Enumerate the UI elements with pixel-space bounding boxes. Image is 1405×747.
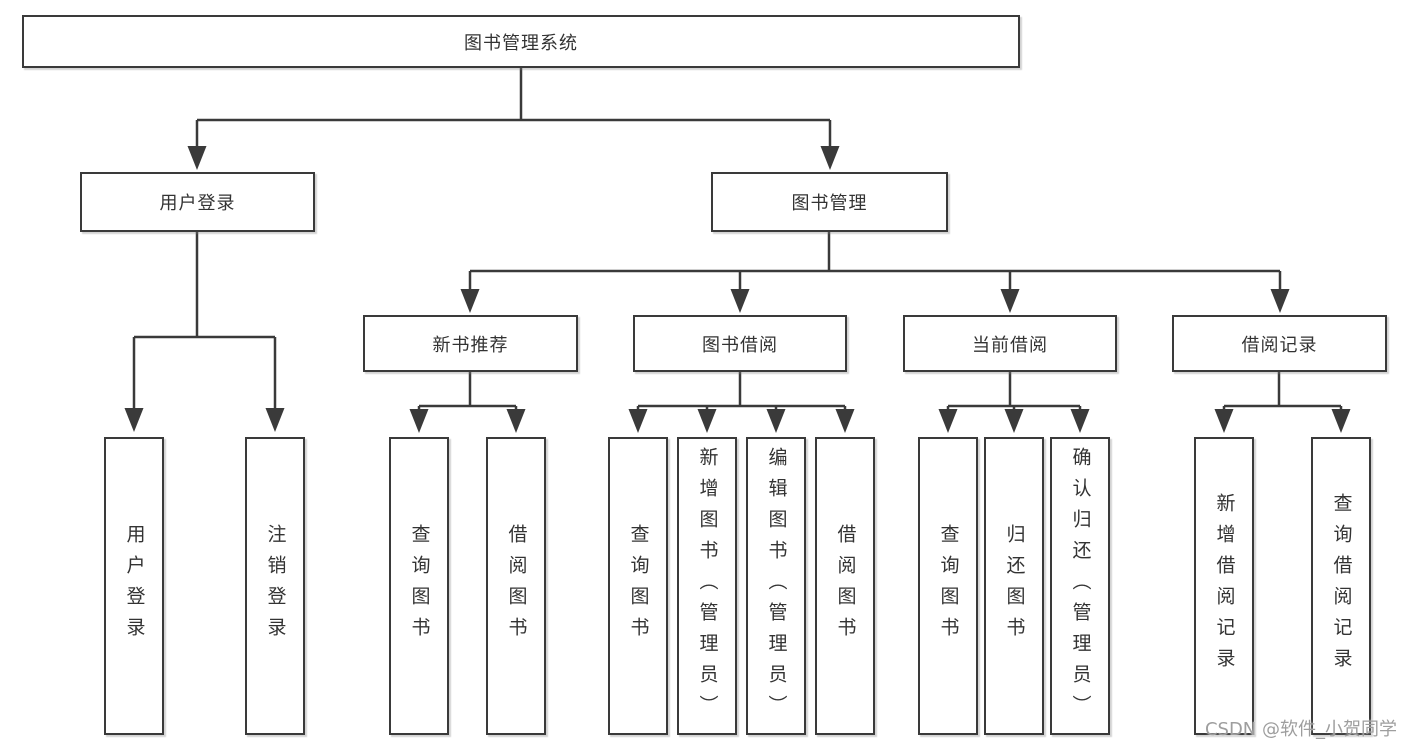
leaf-label: 注销登录 [264,524,287,648]
node-label: 图书管理系统 [464,32,578,54]
leaf-bb-add-book-admin: 新增图书（管理员） [677,437,737,735]
leaf-label: 新增图书（管理员） [696,446,719,726]
node-label: 当前借阅 [972,334,1048,356]
leaf-nb-borrow-book: 借阅图书 [486,437,546,735]
node-label: 新书推荐 [432,334,509,356]
leaf-bb-query-book: 查询图书 [608,437,668,735]
node-borrow-records: 借阅记录 [1172,315,1387,372]
leaf-bb-edit-book-admin: 编辑图书（管理员） [746,437,806,735]
node-label: 图书管理 [791,193,868,214]
leaf-logout: 注销登录 [245,437,305,735]
leaf-cb-confirm-return-admin: 确认归还（管理员） [1050,437,1110,735]
leaf-label: 归还图书 [1003,524,1026,648]
node-label: 借阅记录 [1241,334,1318,356]
leaf-br-add-record: 新增借阅记录 [1194,437,1254,735]
node-current-borrow: 当前借阅 [903,315,1117,372]
node-root-system: 图书管理系统 [22,15,1020,68]
leaf-label: 查询图书 [627,524,650,648]
leaf-label: 用户登录 [123,524,146,648]
leaf-br-query-record: 查询借阅记录 [1311,437,1371,735]
leaf-label: 新增借阅记录 [1213,493,1236,679]
node-label: 用户登录 [159,193,236,214]
leaf-label: 查询图书 [408,524,431,648]
watermark: CSDN @软件_小贺同学 [1204,719,1397,740]
leaf-cb-query-book: 查询图书 [918,437,978,735]
leaf-label: 借阅图书 [834,524,857,648]
leaf-label: 查询借阅记录 [1330,493,1353,679]
node-book-management: 图书管理 [711,172,948,232]
leaf-label: 编辑图书（管理员） [765,446,788,726]
node-label: 图书借阅 [702,334,778,356]
leaf-user-login: 用户登录 [104,437,164,735]
node-user-login: 用户登录 [80,172,315,232]
node-book-borrow: 图书借阅 [633,315,847,372]
node-new-book-recommend: 新书推荐 [363,315,578,372]
leaf-nb-query-book: 查询图书 [389,437,449,735]
leaf-cb-return-book: 归还图书 [984,437,1044,735]
leaf-bb-borrow-book: 借阅图书 [815,437,875,735]
leaf-label: 借阅图书 [505,524,528,648]
leaf-label: 确认归还（管理员） [1069,446,1092,726]
leaf-label: 查询图书 [937,524,960,648]
